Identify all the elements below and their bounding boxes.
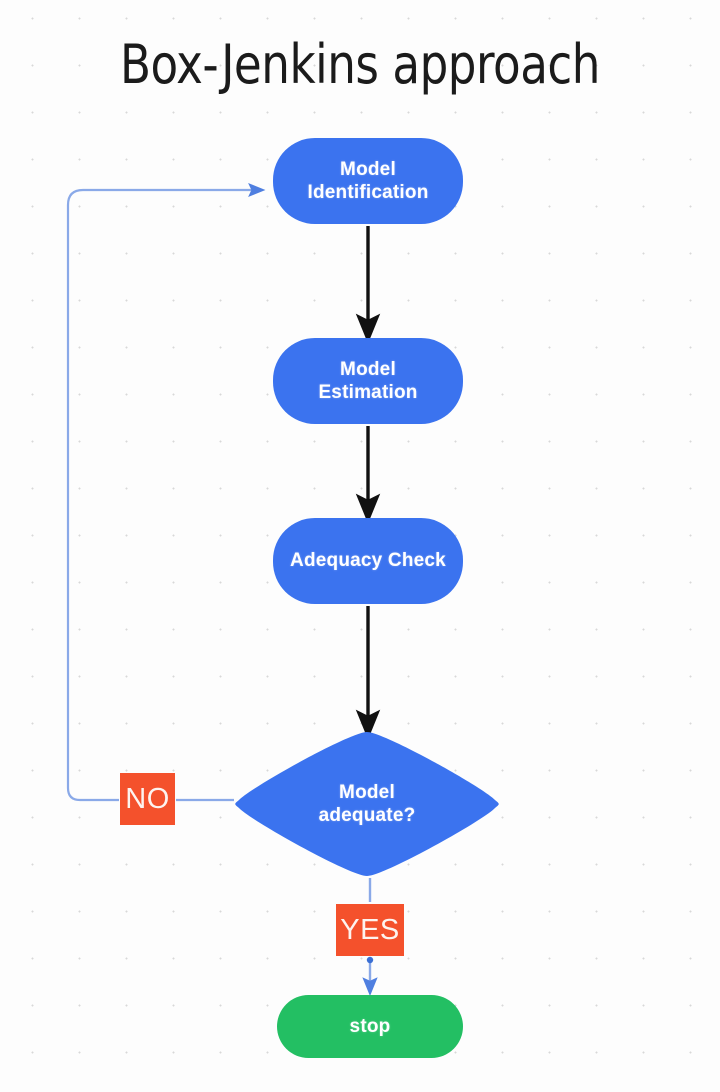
node-label: Adequacy Check [290,550,446,572]
node-model-estimation[interactable]: Model Estimation [273,338,463,424]
node-label: Model Estimation [318,358,417,404]
edge-decision-to-identification-no [66,182,266,802]
node-label: Model adequate? [319,781,416,827]
node-adequacy-check[interactable]: Adequacy Check [273,518,463,604]
node-label-line1: Model [340,158,396,180]
node-label-line2: Estimation [318,382,418,403]
node-model-adequate-decision[interactable]: Model adequate? [234,730,500,878]
node-label: stop [349,1015,391,1037]
edge-label-yes: YES [336,904,404,956]
node-model-identification[interactable]: Model Identification [273,138,463,224]
node-label-line1: Model [339,781,395,803]
node-label-line2: adequate? [318,805,416,826]
node-label-line1: Model [340,358,396,380]
diamond-shape [235,732,499,876]
node-label: Model Identification [307,158,428,204]
page-title: Box-Jenkins approach [120,33,600,96]
node-label-line2: Identification [307,182,429,203]
edge-label-no: NO [120,773,175,825]
node-stop[interactable]: stop [277,995,463,1058]
